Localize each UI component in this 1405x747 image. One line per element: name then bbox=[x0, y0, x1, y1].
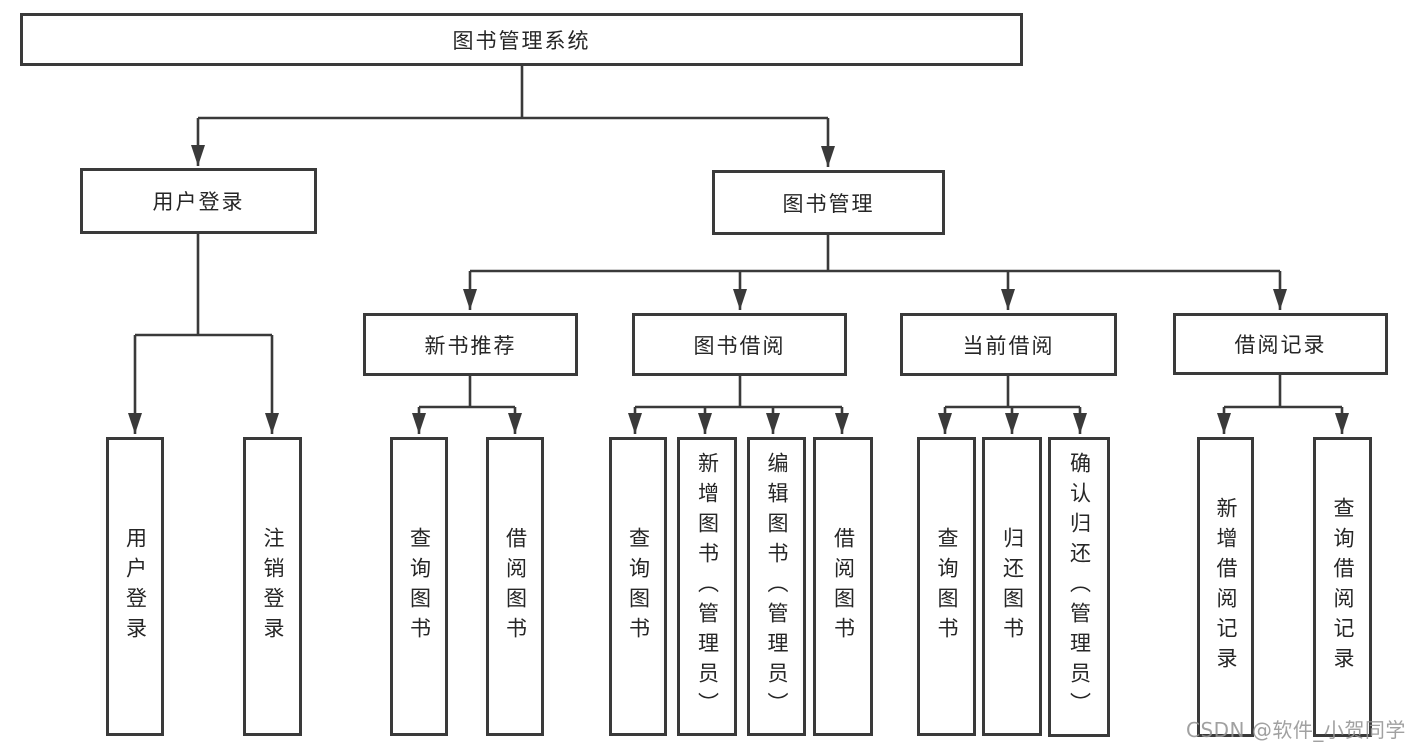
leaf-borrow-books-recommend: 借阅图书 bbox=[486, 437, 544, 736]
leaf-confirm-return-admin: 确认归还（管理员） bbox=[1048, 437, 1110, 737]
node-book-borrow: 图书借阅 bbox=[632, 313, 847, 376]
node-label: 借阅记录 bbox=[1234, 333, 1327, 357]
node-borrow-records: 借阅记录 bbox=[1173, 313, 1388, 375]
csdn-watermark: CSDN @软件_小贺同学 bbox=[1186, 718, 1405, 742]
leaf-add-borrow-record: 新增借阅记录 bbox=[1197, 437, 1254, 737]
node-label: 当前借阅 bbox=[962, 333, 1055, 358]
node-label: 注销登录 bbox=[261, 526, 285, 647]
leaf-borrow-books: 借阅图书 bbox=[813, 437, 873, 736]
node-label: 图书借阅 bbox=[693, 333, 786, 358]
leaf-logout: 注销登录 bbox=[243, 437, 302, 736]
leaf-return-book: 归还图书 bbox=[982, 437, 1042, 736]
node-label: 编辑图书（管理员） bbox=[765, 451, 789, 722]
node-label: 新增借阅记录 bbox=[1214, 497, 1238, 677]
leaf-query-books-recommend: 查询图书 bbox=[390, 437, 448, 736]
leaf-edit-book-admin: 编辑图书（管理员） bbox=[747, 437, 806, 736]
leaf-add-book-admin: 新增图书（管理员） bbox=[677, 437, 737, 736]
node-root: 图书管理系统 bbox=[20, 13, 1023, 66]
node-label: 新书推荐 bbox=[424, 333, 517, 358]
leaf-user-login: 用户登录 bbox=[106, 437, 164, 736]
node-label: 用户登录 bbox=[123, 526, 148, 647]
leaf-query-books-borrow: 查询图书 bbox=[609, 437, 667, 736]
node-label: 查询图书 bbox=[407, 526, 432, 647]
node-label: 借阅图书 bbox=[503, 526, 528, 647]
node-label: 查询借阅记录 bbox=[1331, 497, 1355, 677]
node-label: 查询图书 bbox=[626, 526, 651, 647]
node-current-borrow: 当前借阅 bbox=[900, 313, 1117, 376]
node-label: 查询图书 bbox=[935, 526, 959, 647]
node-new-book-recommend: 新书推荐 bbox=[363, 313, 578, 376]
node-label: 图书管理系统 bbox=[452, 28, 591, 53]
leaf-query-borrow-record: 查询借阅记录 bbox=[1313, 437, 1372, 737]
node-label: 确认归还（管理员） bbox=[1067, 452, 1092, 722]
node-label: 归还图书 bbox=[1000, 526, 1025, 647]
node-user-login: 用户登录 bbox=[80, 168, 317, 234]
node-label: 用户登录 bbox=[152, 190, 245, 214]
node-label: 新增图书（管理员） bbox=[695, 451, 720, 722]
leaf-query-books-current: 查询图书 bbox=[917, 437, 976, 736]
node-book-mgmt: 图书管理 bbox=[712, 170, 945, 235]
node-label: 借阅图书 bbox=[831, 526, 856, 647]
node-label: 图书管理 bbox=[782, 191, 875, 216]
